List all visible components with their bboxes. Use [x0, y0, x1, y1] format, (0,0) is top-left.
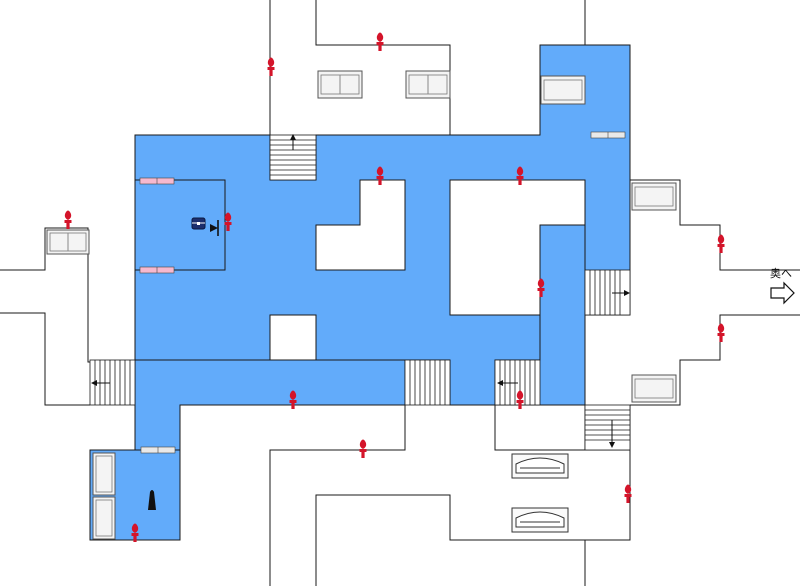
platform-bottom-left-upper[interactable]	[92, 452, 116, 496]
platforms	[46, 70, 677, 540]
exit-label: 奥へ	[770, 266, 792, 280]
platform-upper-right[interactable]	[540, 75, 586, 105]
statue-icon[interactable]	[148, 490, 156, 510]
stair-right	[584, 269, 631, 316]
platform-bottom-left-lower[interactable]	[92, 496, 116, 540]
platform-left[interactable]	[46, 229, 90, 255]
stair-top-center	[269, 134, 317, 181]
island-right	[449, 179, 586, 316]
stairs	[89, 134, 631, 451]
treasure-chest-icon[interactable]	[191, 217, 206, 230]
platform-right-lower[interactable]	[631, 374, 677, 403]
exit-arrow-icon[interactable]	[770, 281, 795, 305]
stair-left-lower	[89, 359, 136, 406]
platform-top-left[interactable]	[317, 70, 363, 99]
bridges	[139, 131, 626, 454]
lever-switch-icon[interactable]	[210, 220, 219, 236]
ornate-gate-lower[interactable]	[511, 507, 569, 533]
floor-islands	[135, 179, 586, 316]
island-center	[315, 179, 406, 271]
platform-right-upper[interactable]	[631, 182, 677, 211]
stair-lower-right	[584, 404, 631, 451]
ornate-gate-upper[interactable]	[511, 453, 569, 479]
stair-center-lower	[404, 359, 451, 406]
stair-right-center	[494, 359, 541, 406]
platform-top-right[interactable]	[405, 70, 451, 99]
